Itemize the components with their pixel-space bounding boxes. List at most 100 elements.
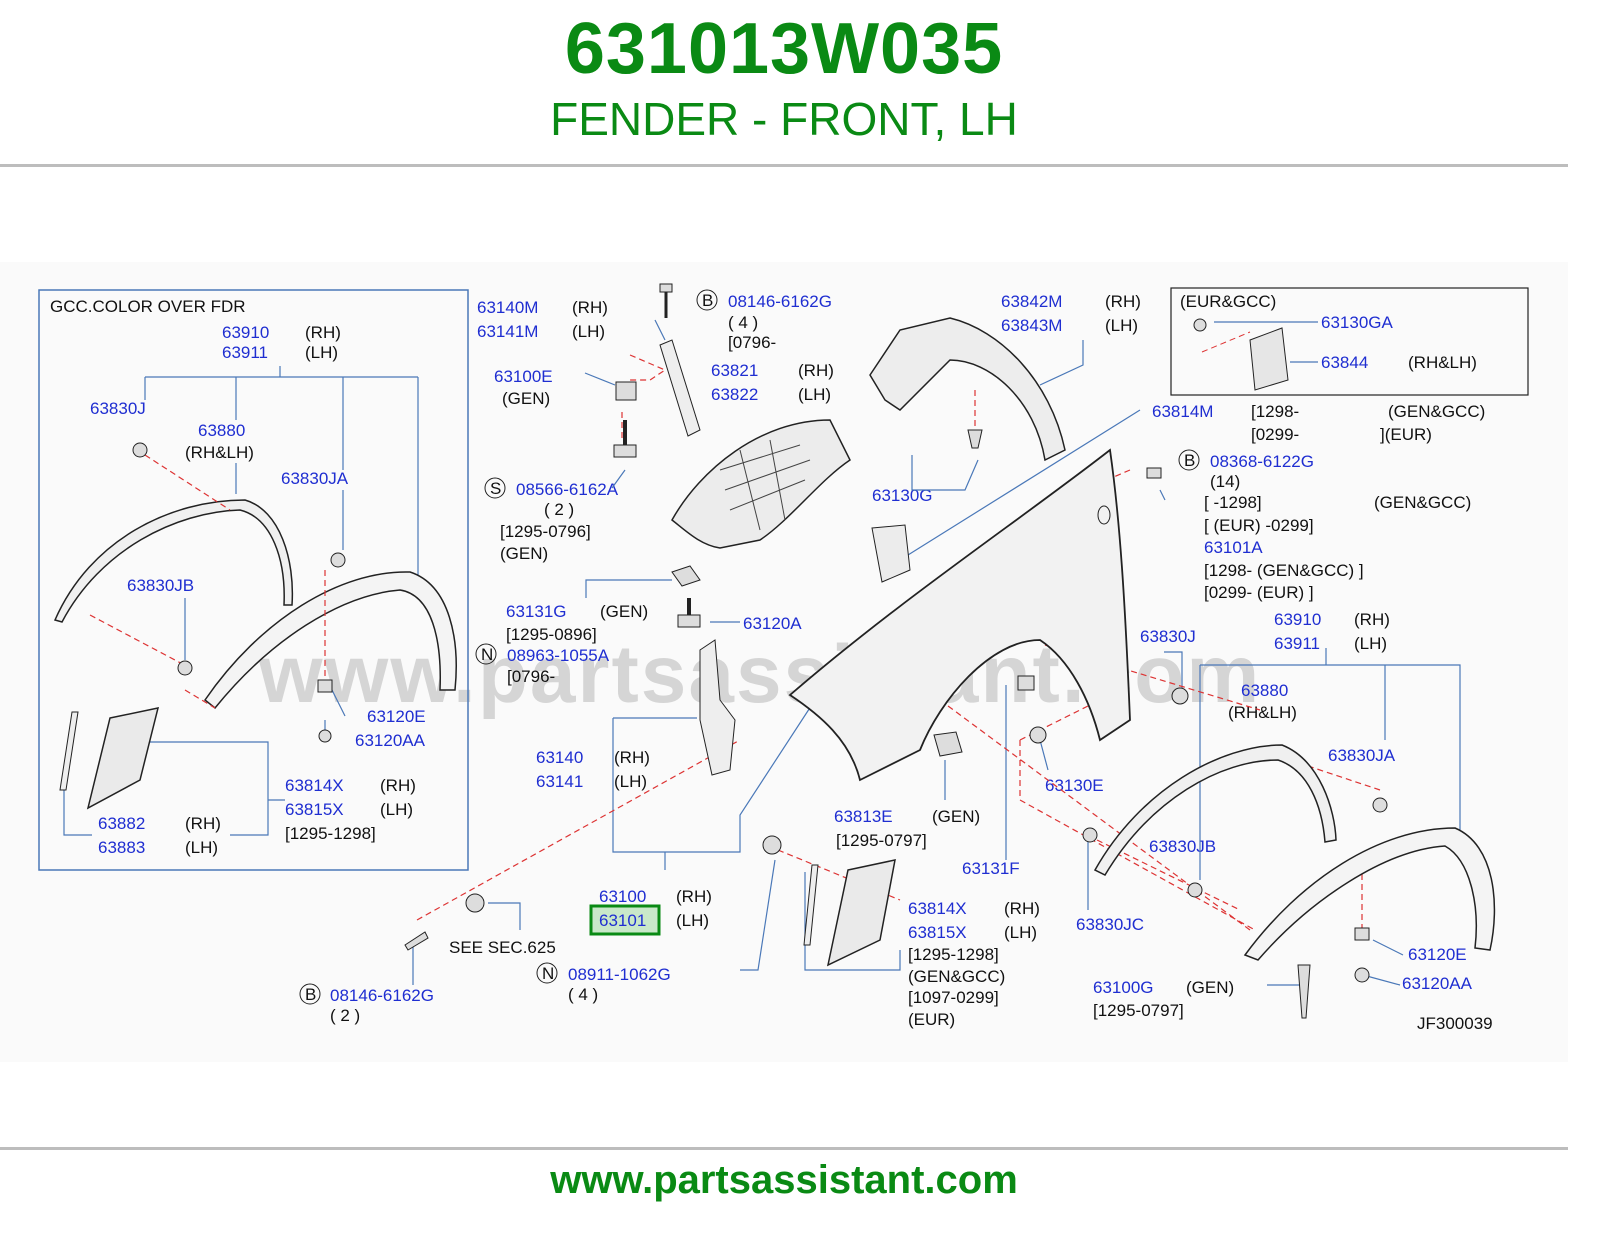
- label-63813e[interactable]: 63813E: [834, 807, 893, 826]
- label-63830jb[interactable]: 63830JB: [127, 576, 194, 595]
- gen-s: (GEN): [500, 544, 548, 563]
- label-63815x[interactable]: 63815X: [285, 800, 344, 819]
- label-63830jc[interactable]: 63830JC: [1076, 915, 1144, 934]
- label-63131g[interactable]: 63131G: [506, 602, 567, 621]
- label-63814x-right[interactable]: 63814X: [908, 899, 967, 918]
- center-labels: 63140M (RH) 63141M (LH) B 08146-6162G ( …: [299, 289, 834, 1025]
- label-63130e[interactable]: 63130E: [1045, 776, 1104, 795]
- inset-right-dash: [1201, 331, 1251, 353]
- inset-right-title: (EUR&GCC): [1180, 292, 1276, 311]
- clip-63830ja-right-icon: [1372, 797, 1388, 813]
- label-63830j-right[interactable]: 63830J: [1140, 627, 1196, 646]
- bracket-63140-icon: [699, 639, 736, 776]
- label-63882[interactable]: 63882: [98, 814, 145, 833]
- bracket-63140m-icon: [659, 339, 701, 437]
- label-63814m[interactable]: 63814M: [1152, 402, 1213, 421]
- label-63101-highlighted[interactable]: 63101: [599, 911, 646, 930]
- label-63843m[interactable]: 63843M: [1001, 316, 1062, 335]
- label-63843m-note: (LH): [1105, 316, 1138, 335]
- clip-63830j-icon: [132, 442, 148, 458]
- parts-diagram-svg: www.partsassistant.com GCC.COLOR OVER FD…: [0, 262, 1568, 1062]
- label-63141[interactable]: 63141: [536, 772, 583, 791]
- label-63130g[interactable]: 63130G: [872, 486, 933, 505]
- label-63120e[interactable]: 63120E: [367, 707, 426, 726]
- inset-left-leaders-2: [63, 463, 346, 836]
- label-08963-1055a[interactable]: 08963-1055A: [507, 646, 610, 665]
- label-63100[interactable]: 63100: [599, 887, 646, 906]
- date-minus-1298: [ -1298]: [1204, 493, 1262, 512]
- shield-63842m-icon: [869, 317, 1066, 462]
- label-63120aa[interactable]: 63120AA: [355, 731, 426, 750]
- label-63880-right[interactable]: 63880: [1241, 681, 1288, 700]
- label-63880-note: (RH&LH): [185, 443, 254, 462]
- label-63100e[interactable]: 63100E: [494, 367, 553, 386]
- inset-gcc-color-over-fender: GCC.COLOR OVER FDR 63910 (RH) 63911 (LH)…: [38, 289, 469, 871]
- label-63830ja-right[interactable]: 63830JA: [1328, 746, 1396, 765]
- label-63822-note: (LH): [798, 385, 831, 404]
- label-63101a[interactable]: 63101A: [1204, 538, 1263, 557]
- label-63815x-right-note: (LH): [1004, 923, 1037, 942]
- grommet-08146-icon: [465, 893, 485, 913]
- clip-63100e-icon: [615, 381, 637, 401]
- label-63821[interactable]: 63821: [711, 361, 758, 380]
- inset-left-title: GCC.COLOR OVER FDR: [50, 297, 246, 316]
- label-63814x[interactable]: 63814X: [285, 776, 344, 795]
- bracket-63131f-icon: [1017, 675, 1035, 691]
- footer-site-link[interactable]: www.partsassistant.com: [550, 1158, 1018, 1202]
- label-08911-1062g[interactable]: 08911-1062G: [568, 965, 671, 984]
- qty-4-bottom: ( 4 ): [568, 985, 598, 1004]
- label-63911[interactable]: 63911: [222, 343, 268, 362]
- label-63822[interactable]: 63822: [711, 385, 758, 404]
- bolt-symbol-b-letter: B: [702, 291, 713, 310]
- label-63140m[interactable]: 63140M: [477, 298, 538, 317]
- bolt-08146-top-icon: [659, 283, 673, 293]
- mudguard-ribs: [719, 439, 811, 531]
- label-63910-right[interactable]: 63910: [1274, 610, 1321, 629]
- label-63141-note: (LH): [614, 772, 647, 791]
- label-63140[interactable]: 63140: [536, 748, 583, 767]
- label-63140m-note: (RH): [572, 298, 608, 317]
- label-63911-note: (LH): [305, 343, 338, 362]
- label-63100-note: (RH): [676, 887, 712, 906]
- label-63100g[interactable]: 63100G: [1093, 978, 1154, 997]
- label-63815x-right[interactable]: 63815X: [908, 923, 967, 942]
- label-63120aa-right[interactable]: 63120AA: [1402, 974, 1473, 993]
- label-63910[interactable]: 63910: [222, 323, 269, 342]
- label-63880[interactable]: 63880: [198, 421, 245, 440]
- highlight-box: [589, 904, 661, 936]
- label-63842m[interactable]: 63842M: [1001, 292, 1062, 311]
- label-63830ja[interactable]: 63830JA: [281, 469, 349, 488]
- mudguard-63844-icon: [1249, 327, 1289, 391]
- screw-63120aa-icon: [318, 729, 332, 743]
- parts-diagram: www.partsassistant.com GCC.COLOR OVER FD…: [0, 262, 1568, 1062]
- label-63120a[interactable]: 63120A: [743, 614, 802, 633]
- label-63131f[interactable]: 63131F: [962, 859, 1020, 878]
- molding-63814x-icon: [86, 707, 160, 810]
- date-0796-n: [0796-: [507, 667, 555, 686]
- nut-63130e-icon: [1029, 726, 1047, 744]
- molding-63882-icon: [59, 711, 79, 791]
- nut-symbol-n: [475, 643, 497, 665]
- eur-right: (EUR): [908, 1010, 955, 1029]
- label-63844[interactable]: 63844: [1321, 353, 1368, 372]
- bracket-63814m-icon: [871, 524, 911, 583]
- flare-63814x-right: [1243, 827, 1496, 961]
- bolt-08146-bottom-icon: [404, 931, 429, 951]
- label-63883[interactable]: 63883: [98, 838, 145, 857]
- label-63830j[interactable]: 63830J: [90, 399, 146, 418]
- gen-gcc-right: (GEN&GCC): [908, 967, 1005, 986]
- label-63141m[interactable]: 63141M: [477, 322, 538, 341]
- date-1295-0797-a: [1295-0797]: [836, 831, 927, 850]
- label-08566-6162a[interactable]: 08566-6162A: [516, 480, 619, 499]
- clip-63130ga-icon: [1193, 318, 1207, 332]
- clip-63830jc-icon: [1082, 827, 1098, 843]
- label-63120e-right[interactable]: 63120E: [1408, 945, 1467, 964]
- label-08146-6162g-top[interactable]: 08146-6162G: [728, 292, 832, 311]
- label-63911-right[interactable]: 63911: [1274, 634, 1320, 653]
- label-63830jb-right[interactable]: 63830JB: [1149, 837, 1216, 856]
- clip-63830ja-icon: [330, 552, 346, 568]
- label-08146-6162g-bottom[interactable]: 08146-6162G: [330, 986, 434, 1005]
- part-number-title: 631013W035: [564, 9, 1004, 89]
- label-63130ga[interactable]: 63130GA: [1321, 313, 1393, 332]
- label-08368-6122g[interactable]: 08368-6122G: [1210, 452, 1314, 471]
